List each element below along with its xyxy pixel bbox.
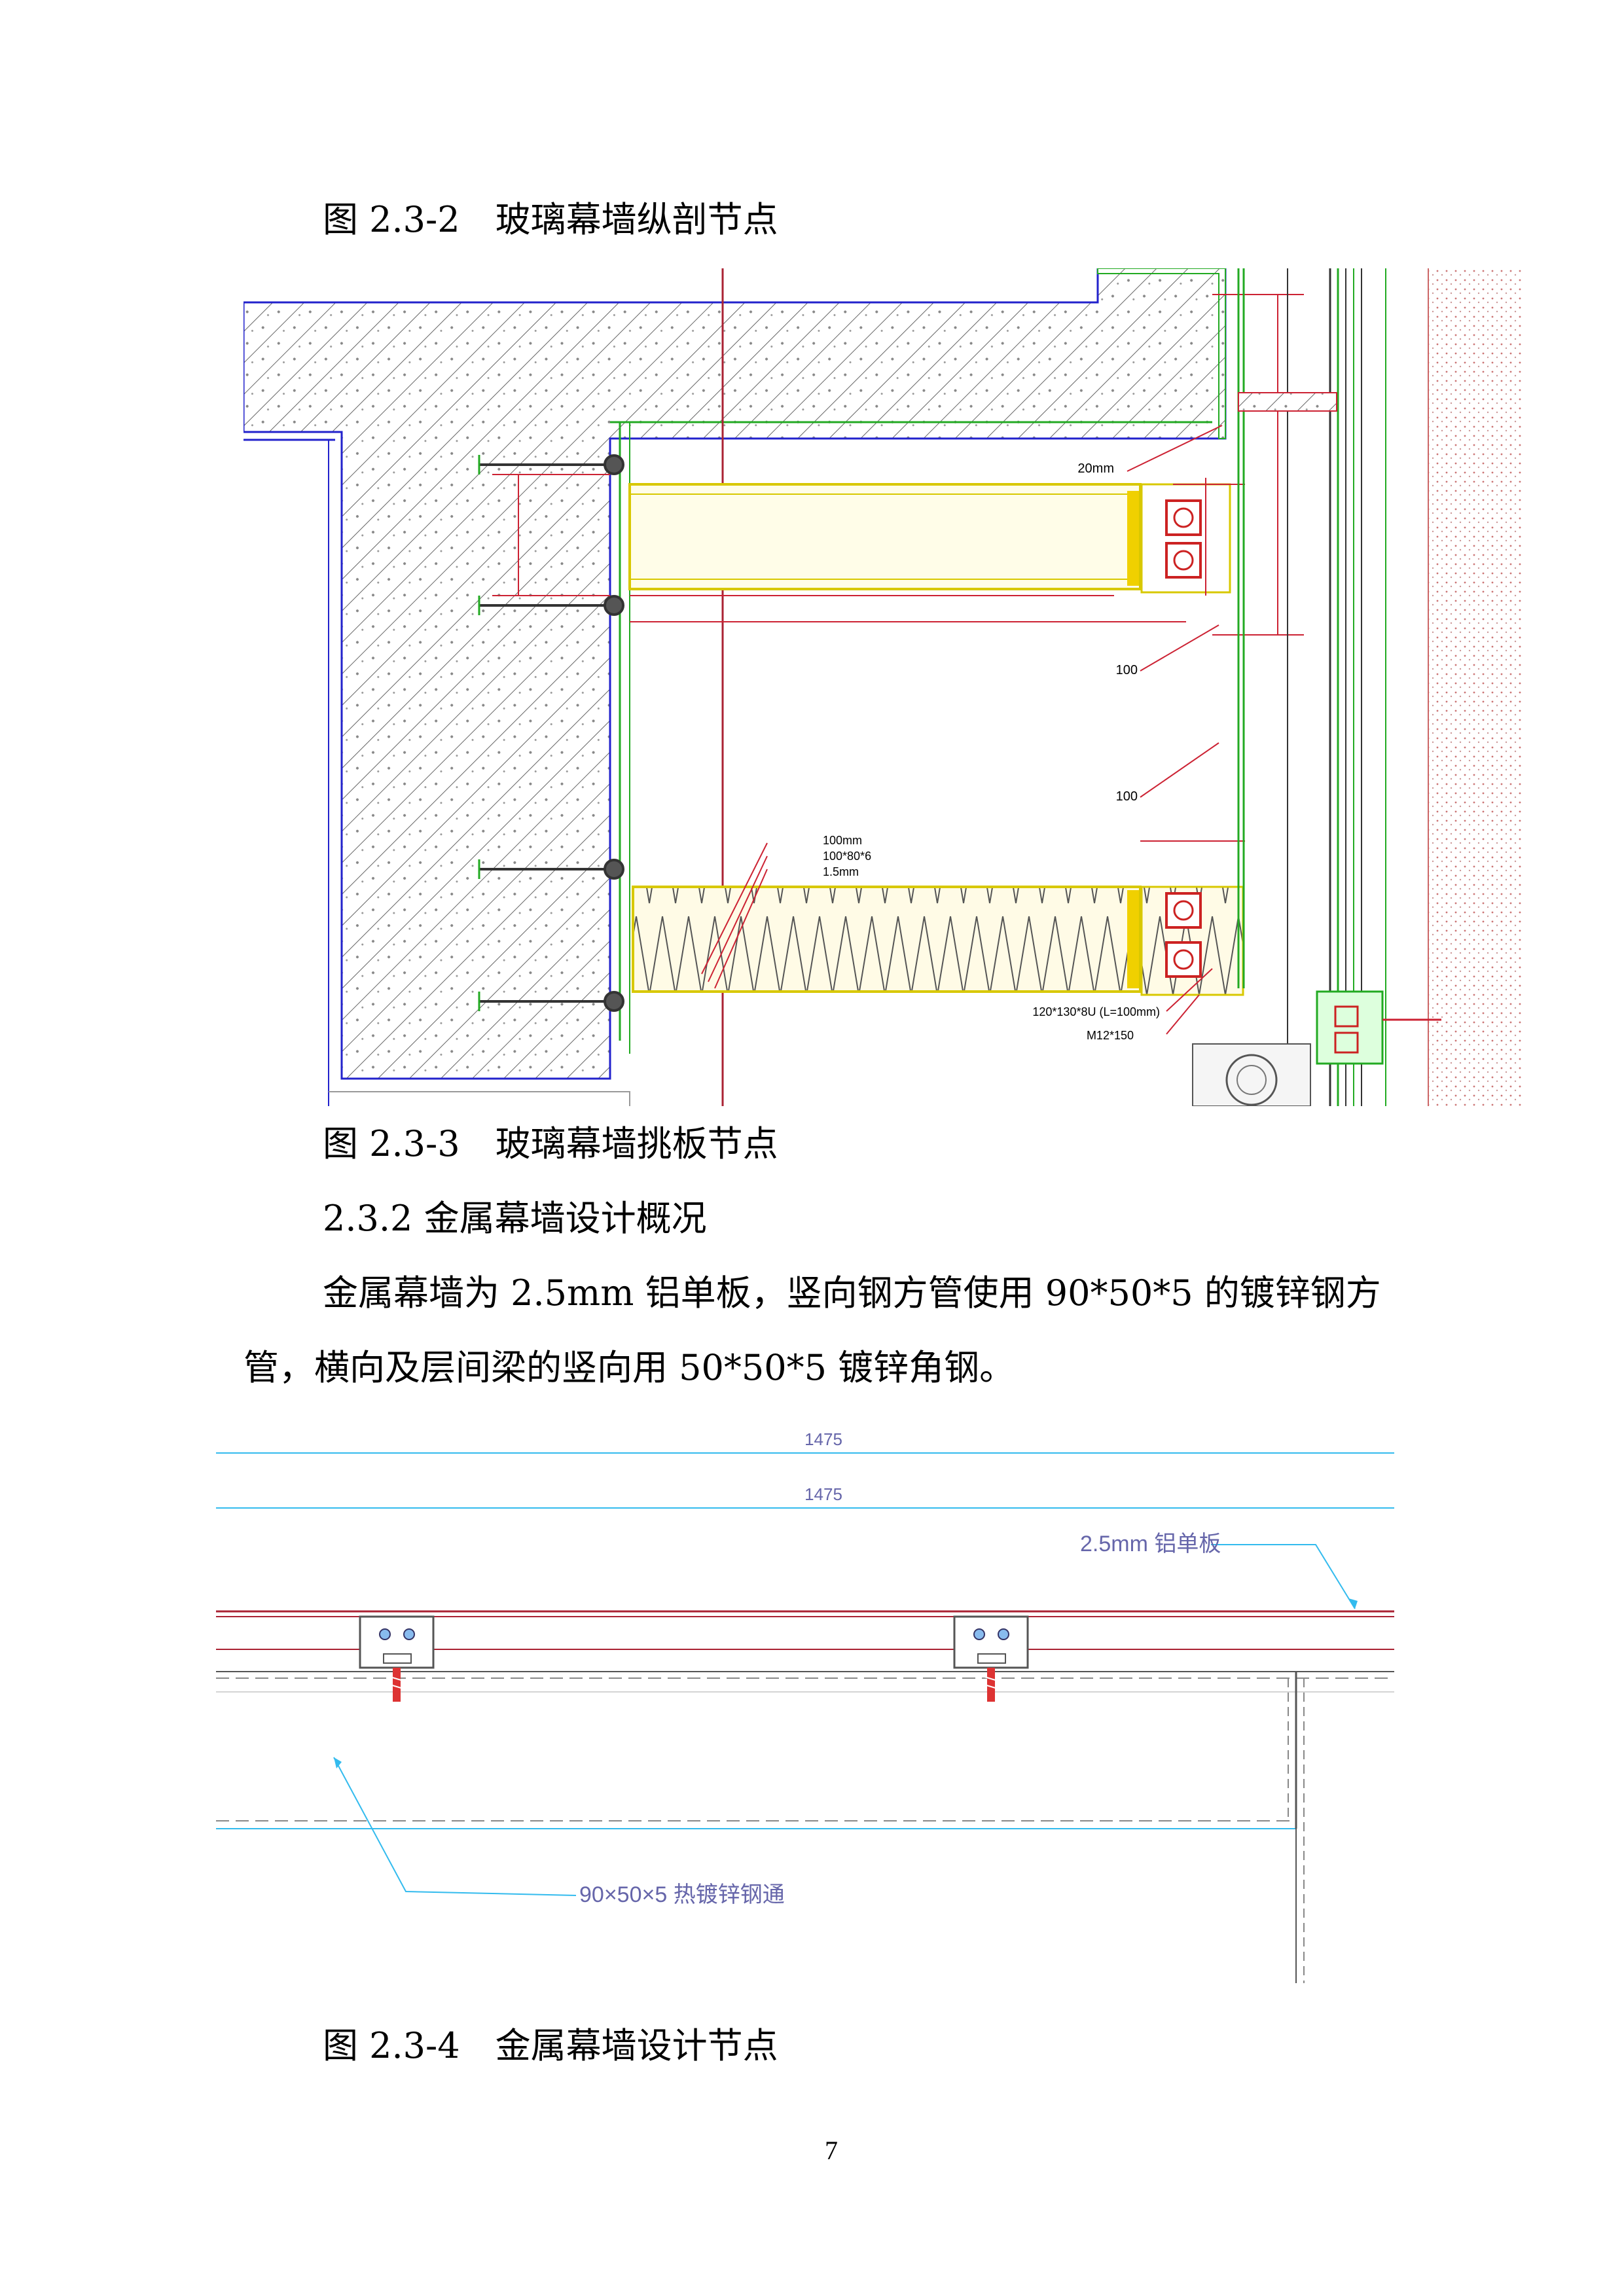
label-m12: M12*150: [1087, 1029, 1134, 1042]
glass-curtain-wall-slab-drawing: 20mm 100 100 100mm 100*80*6 1.5mm 120*13…: [244, 268, 1523, 1106]
page-number: 7: [825, 2136, 838, 2165]
label-120x130: 120*130*8U (L=100mm): [1032, 1005, 1160, 1018]
label-100x80x6: 100*80*6: [823, 850, 871, 863]
label-100mm: 100mm: [823, 834, 862, 847]
figure-caption-2-3-2: 图 2.3-2 玻璃幕墙纵剖节点: [323, 199, 778, 240]
dimension-second: 1475: [804, 1484, 842, 1504]
dimension-top: 1475: [804, 1429, 842, 1449]
paragraph-line-1: 金属幕墙为 2.5mm 铝单板，竖向钢方管使用 90*50*5 的镀锌钢方: [323, 1272, 1381, 1314]
figure-caption-2-3-3: 图 2.3-3 玻璃幕墙挑板节点: [323, 1123, 778, 1164]
label-20mm: 20mm: [1077, 461, 1114, 476]
figure-caption-2-3-4: 图 2.3-4 金属幕墙设计节点: [323, 2025, 778, 2066]
paragraph-line-2: 管，横向及层间梁的竖向用 50*50*5 镀锌角钢。: [244, 1347, 1015, 1388]
label-100-b: 100: [1116, 789, 1138, 804]
label-1-5mm: 1.5mm: [823, 865, 859, 878]
section-heading: 2.3.2 金属幕墙设计概况: [323, 1198, 707, 1239]
label-aluminum-panel: 2.5mm 铝单板: [1080, 1532, 1221, 1556]
label-steel-tube: 90×50×5 热镀锌钢通: [579, 1882, 785, 1907]
label-100-a: 100: [1116, 663, 1138, 677]
metal-curtain-wall-drawing: 1475 1475 2.5mm 铝单板 90×50×5 热镀锌钢通: [216, 1429, 1394, 1983]
